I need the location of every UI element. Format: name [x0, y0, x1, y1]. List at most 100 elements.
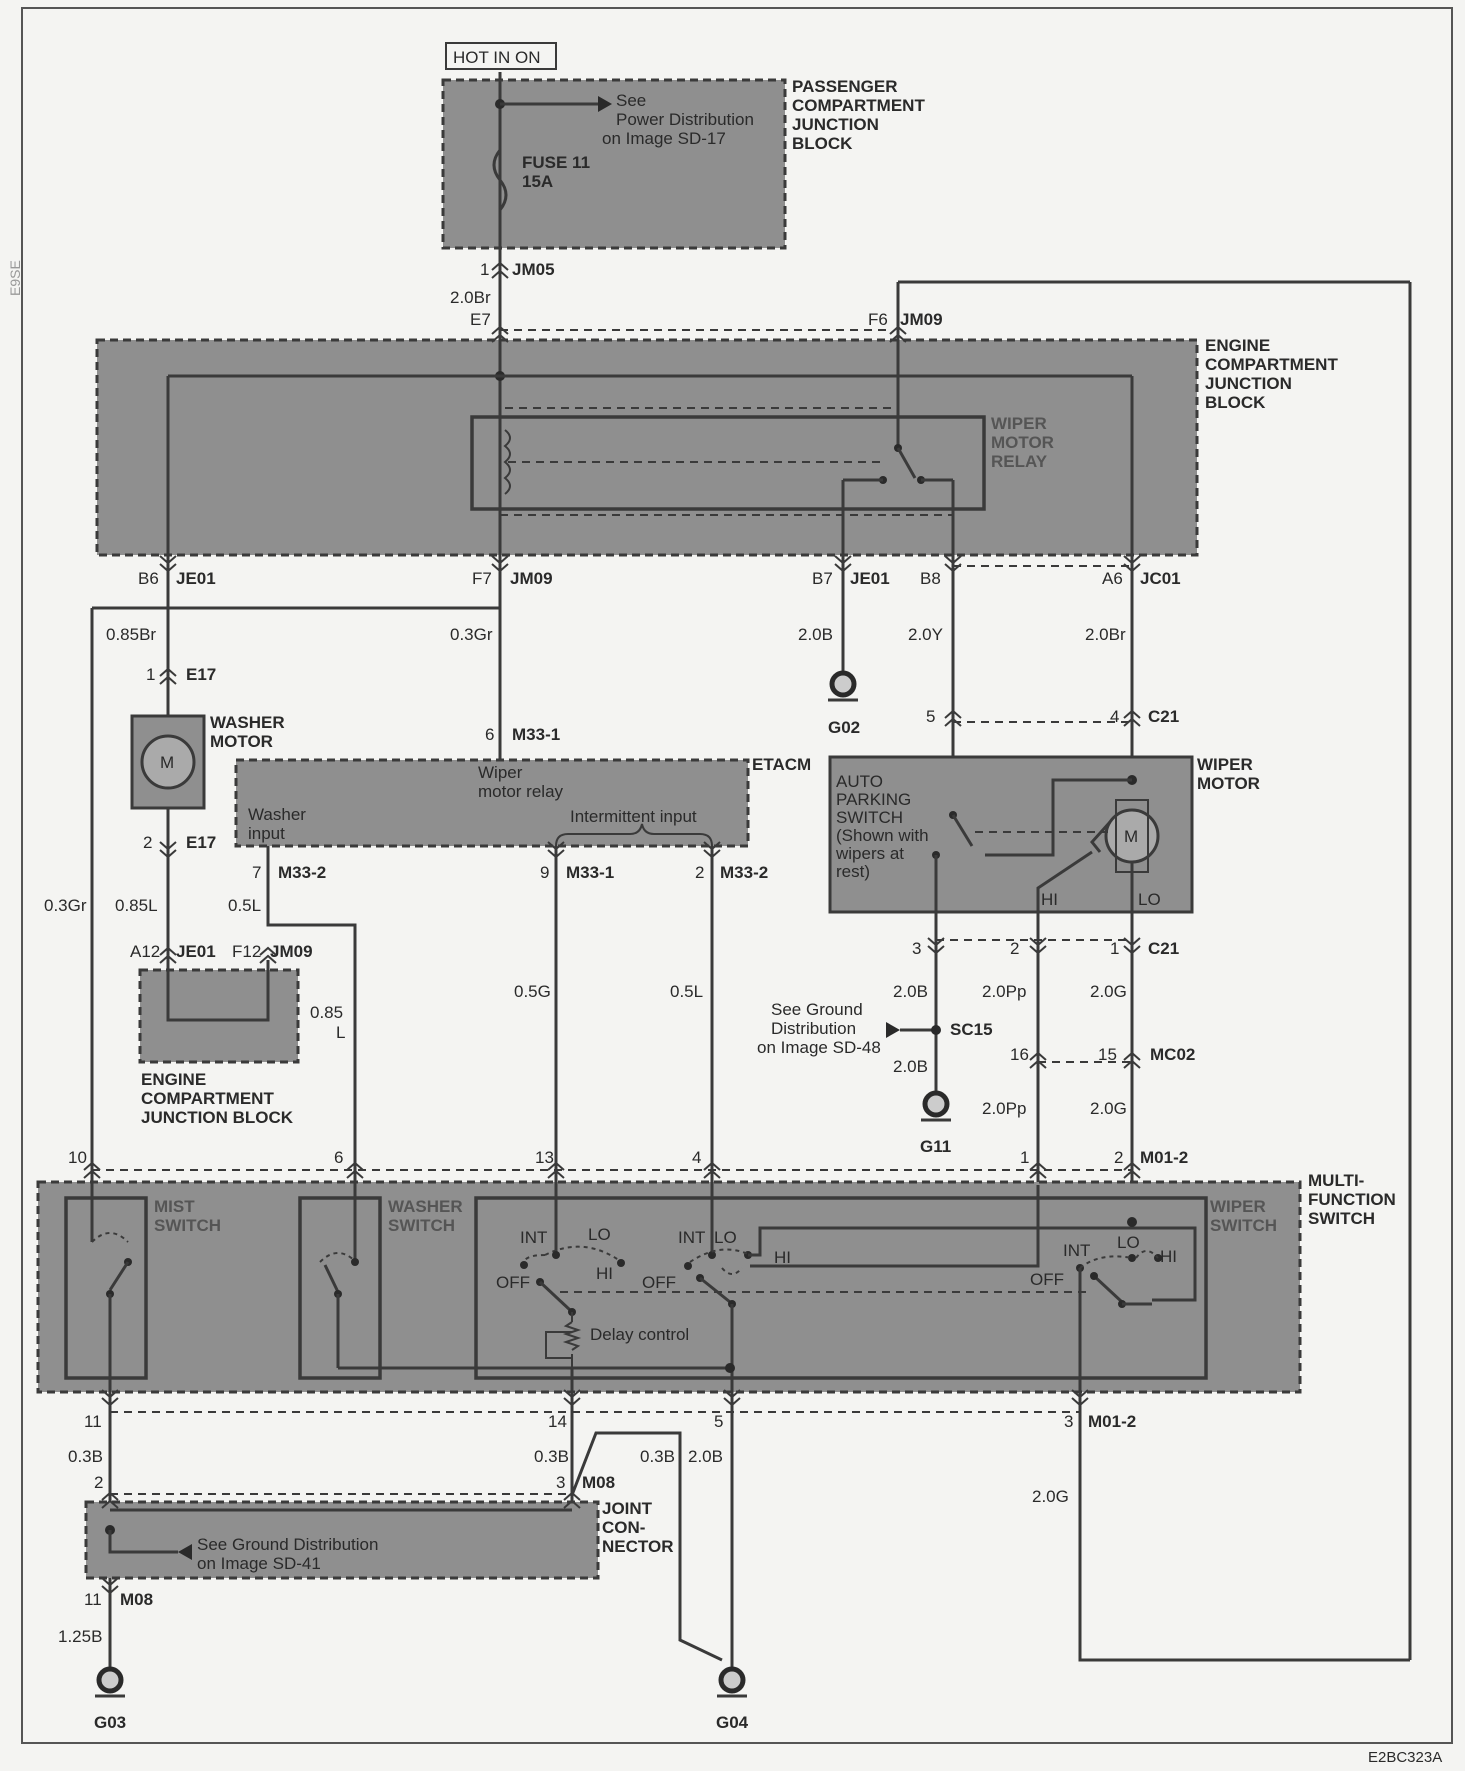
- wire-label: 2.0B: [893, 982, 928, 1001]
- pin-label: B6: [138, 569, 159, 588]
- etacm-text: input: [248, 824, 285, 843]
- pin-label: 2: [1010, 939, 1019, 958]
- pin-label: B7: [812, 569, 833, 588]
- pcjb-label: COMPARTMENT: [792, 96, 925, 115]
- ground-label: G02: [828, 718, 860, 737]
- lo-label: LO: [714, 1228, 737, 1247]
- switch-arm: [323, 1264, 340, 1293]
- etacm-label: ETACM: [752, 755, 811, 774]
- switch-arm: [108, 1261, 130, 1291]
- connector-label: E17: [186, 833, 216, 852]
- hot-in-on-label: HOT IN ON: [453, 48, 541, 67]
- fuse-icon: [492, 149, 508, 211]
- mist-label: SWITCH: [154, 1216, 221, 1235]
- relay-coil-icon: [503, 429, 511, 495]
- fuse-label: FUSE 11: [522, 153, 590, 172]
- connector-label: M33-1: [566, 863, 614, 882]
- multifunction-switch-block: [36, 1180, 1302, 1394]
- see-ground-text: See Ground Distribution: [197, 1535, 378, 1554]
- pin-label: 3: [1064, 1412, 1073, 1431]
- see-ground-text: on Image SD-48: [757, 1038, 881, 1057]
- mfs-label: SWITCH: [1308, 1209, 1375, 1228]
- pin-label: 4: [1110, 707, 1119, 726]
- splice-dot: [1127, 1217, 1137, 1227]
- arrow-icon: [178, 1544, 192, 1560]
- pcjb-label: PASSENGER: [792, 77, 898, 96]
- pin-label: F6: [868, 310, 888, 329]
- ecjb2-label: COMPARTMENT: [141, 1089, 274, 1108]
- motor-hi-brush: [1090, 820, 1112, 853]
- connector-label: M33-2: [278, 863, 326, 882]
- connector-label: M08: [120, 1590, 153, 1609]
- lo-label: LO: [1138, 890, 1161, 909]
- wire-label: 2.0B: [893, 1057, 928, 1076]
- motor-m: M: [1124, 827, 1138, 846]
- wire-label: 1.25B: [58, 1627, 102, 1646]
- wire-park: [985, 778, 1132, 857]
- pin-label: 7: [252, 863, 261, 882]
- washer-motor-label: MOTOR: [210, 732, 273, 751]
- hi-label: HI: [1041, 890, 1058, 909]
- pin-label: B8: [920, 569, 941, 588]
- pin-label: 11: [84, 1412, 102, 1431]
- contact-dot: [1128, 1254, 1136, 1262]
- contact-dot: [617, 1259, 625, 1267]
- pin-label: 13: [535, 1148, 554, 1167]
- pin-label: 16: [1010, 1045, 1029, 1064]
- aps-text: (Shown with: [836, 826, 929, 845]
- wire-label: 0.5G: [514, 982, 551, 1001]
- hi-label: HI: [774, 1248, 791, 1267]
- connector-label: JE01: [176, 569, 216, 588]
- etacm-text: Intermittent input: [570, 807, 697, 826]
- ground-icon: [922, 1090, 950, 1118]
- hi-label: HI: [596, 1264, 613, 1283]
- wire-label: 0.85L: [115, 896, 158, 915]
- connector-label: C21: [1148, 707, 1179, 726]
- joint-label: CON-: [602, 1518, 645, 1537]
- see-ground-text: See Ground: [771, 1000, 863, 1019]
- wire-hi: [1036, 850, 1093, 940]
- wire-label: 0.3B: [534, 1447, 569, 1466]
- wire-label: 2.0Br: [450, 288, 491, 307]
- ecjb2-label: ENGINE: [141, 1070, 206, 1089]
- wire-label: 0.5L: [670, 982, 703, 1001]
- connector-label: JM09: [270, 942, 313, 961]
- connector-label: SC15: [950, 1020, 993, 1039]
- pin-label: 4: [692, 1148, 701, 1167]
- hot-in-on-box: [445, 42, 557, 70]
- ground-label: G11: [920, 1137, 951, 1156]
- wire-label: 2.0Br: [1085, 625, 1126, 644]
- arrow-icon: [598, 96, 612, 112]
- wire-label: 2.0G: [1032, 1487, 1069, 1506]
- pin-label: 2: [94, 1473, 103, 1492]
- page-frame: [21, 7, 1453, 1744]
- wire-hi-bus: [750, 1185, 1040, 1268]
- contact-dot: [552, 1251, 560, 1259]
- wiper-motor-label: MOTOR: [1197, 774, 1260, 793]
- ground-icon: [718, 1666, 746, 1694]
- switch-dash: [721, 1267, 743, 1275]
- lo-label: LO: [1117, 1233, 1140, 1252]
- aps-text: AUTO: [836, 772, 883, 791]
- pin-label: 3: [912, 939, 921, 958]
- ground-label: G04: [716, 1713, 749, 1732]
- wire-lo-bus: [748, 1226, 1197, 1302]
- pin-label: 2: [143, 833, 152, 852]
- side-mark: E9SE: [7, 260, 23, 296]
- wire-label: 2.0G: [1090, 982, 1127, 1001]
- delay-label: Delay control: [590, 1325, 689, 1344]
- connector-label: M08: [582, 1473, 615, 1492]
- wire-je01-jm09: [166, 960, 270, 1022]
- connector-label: M01-2: [1140, 1148, 1188, 1167]
- wire-joint: [108, 1508, 572, 1554]
- pin-label: 3: [556, 1473, 565, 1492]
- ground-label: G03: [94, 1713, 126, 1732]
- splice-dot: [931, 1025, 941, 1035]
- relay-label: WIPER: [991, 414, 1047, 433]
- wire-label: 2.0B: [798, 625, 833, 644]
- pin-label: 1: [146, 665, 155, 684]
- connector-label: JE01: [176, 942, 216, 961]
- pin-label: 9: [540, 863, 549, 882]
- aps-text: PARKING: [836, 790, 911, 809]
